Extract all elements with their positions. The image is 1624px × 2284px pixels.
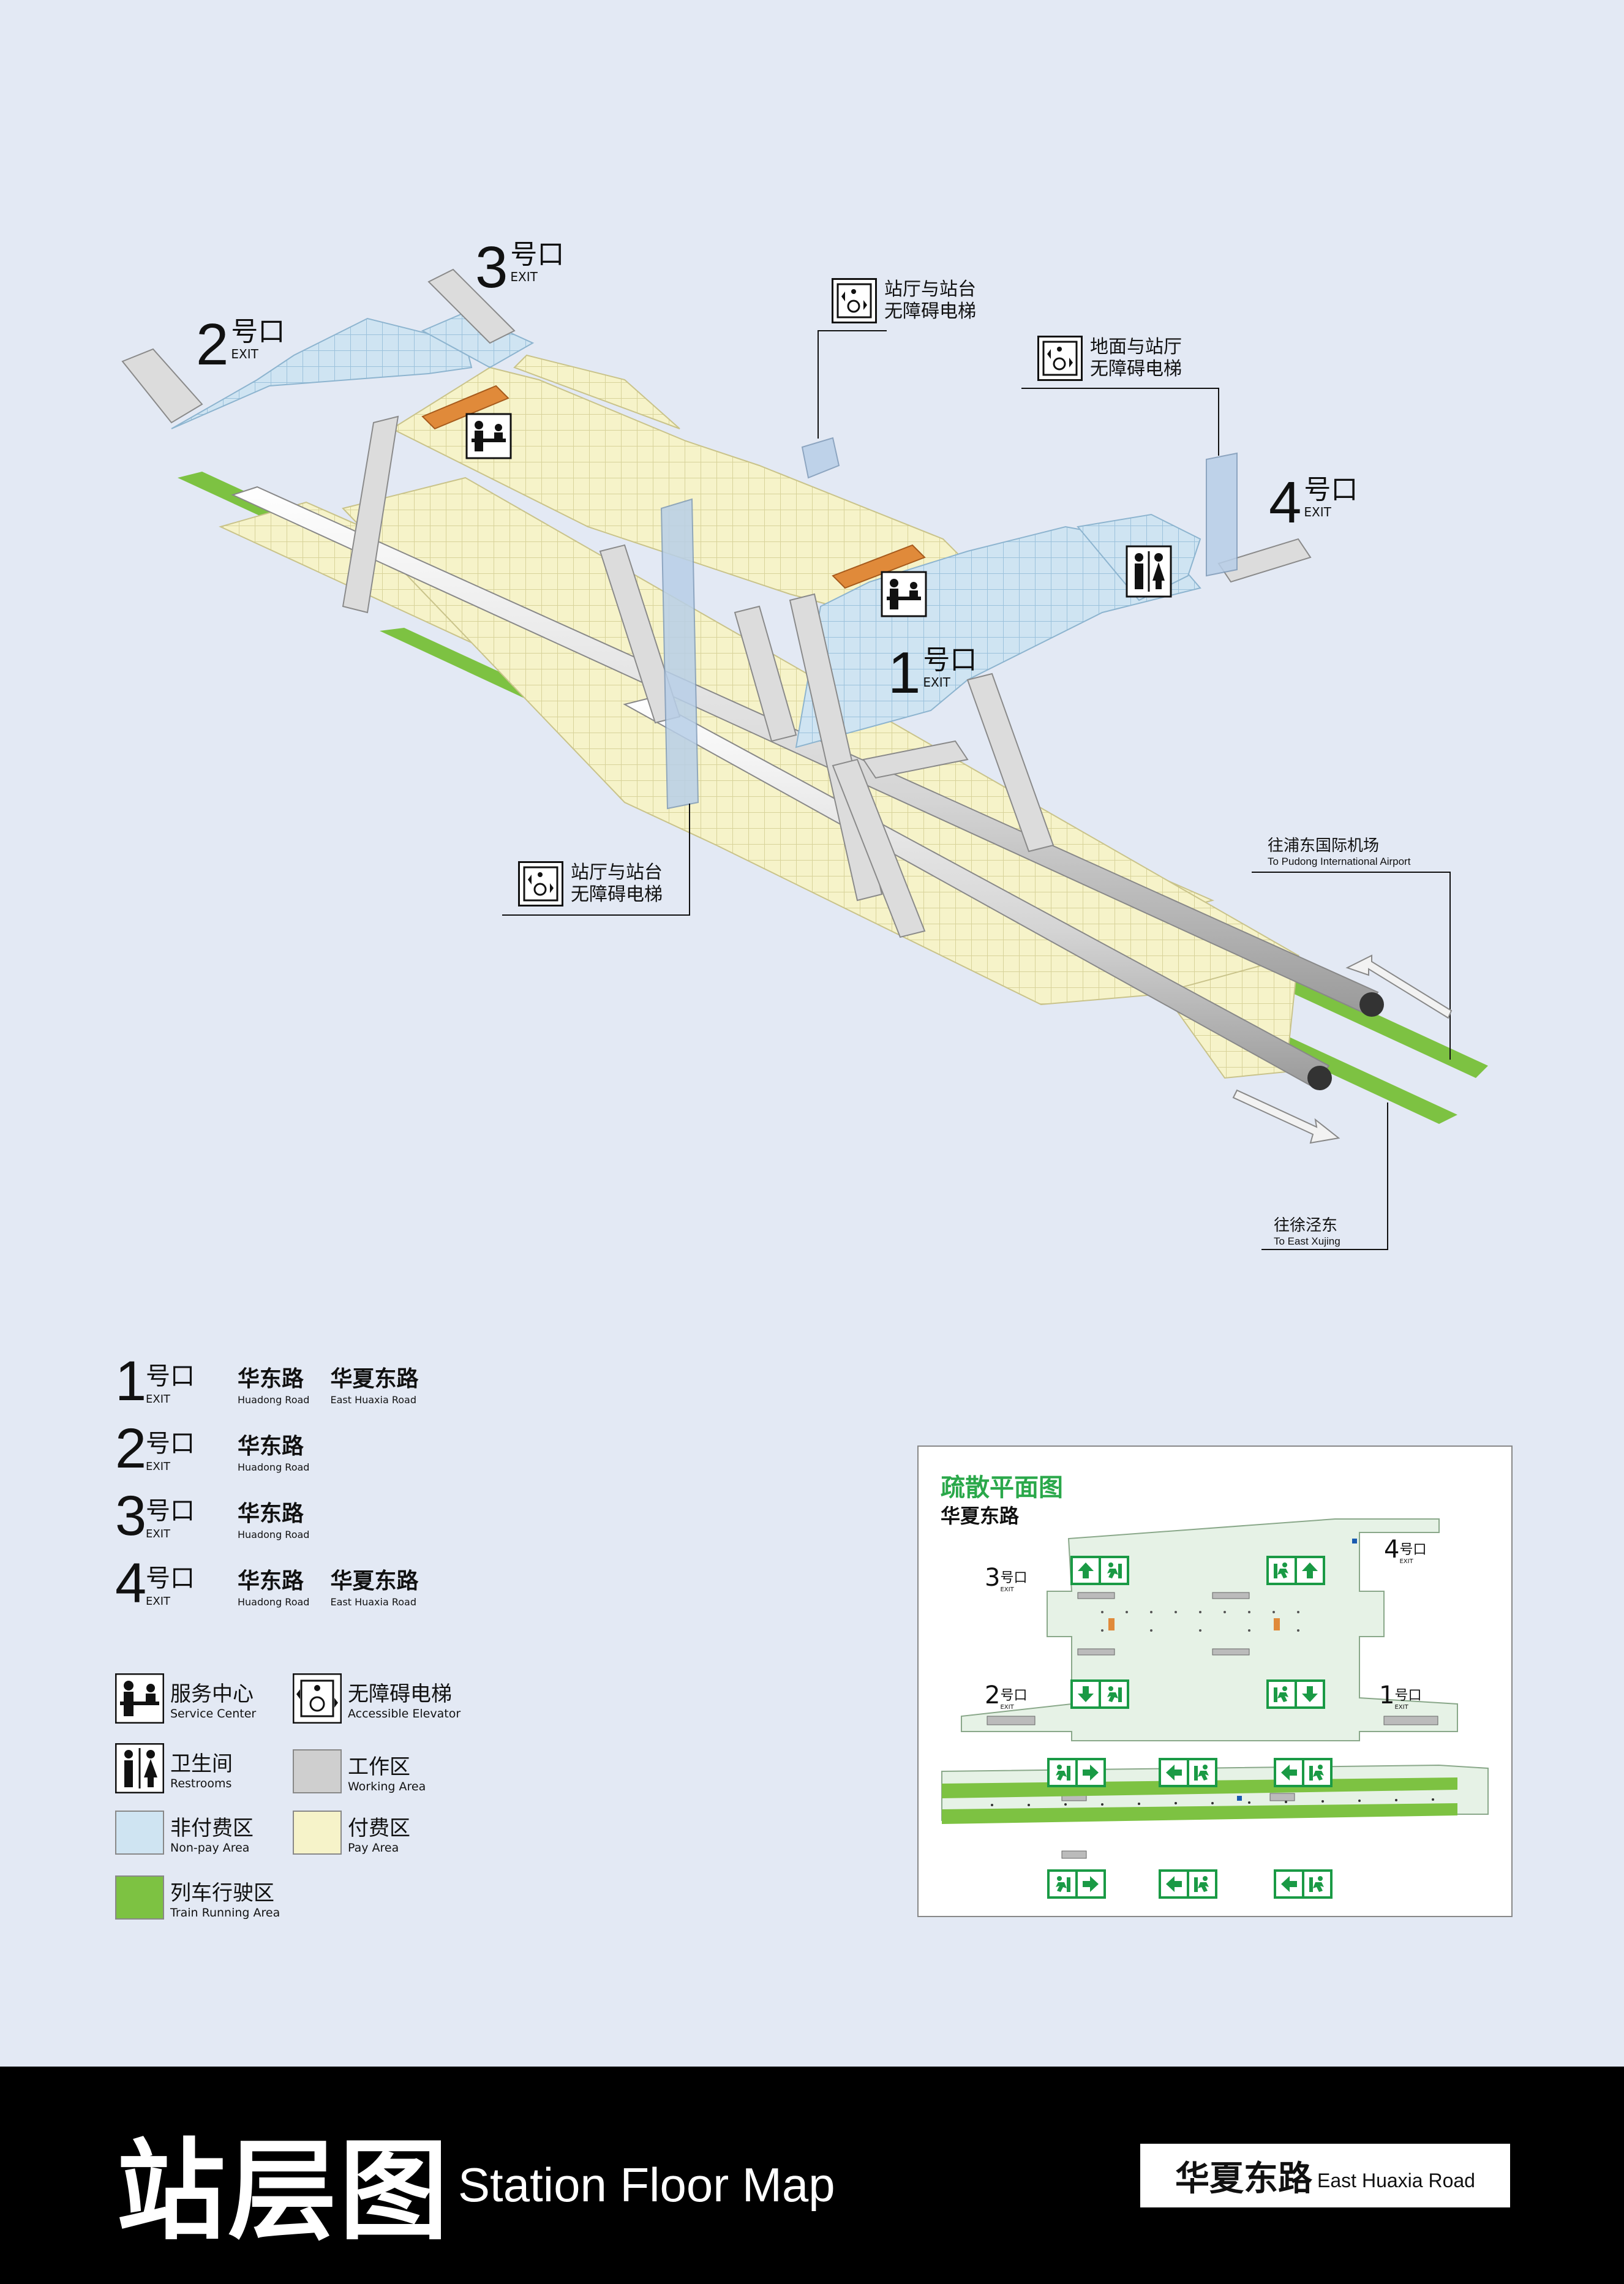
evacuation-station-name: 华夏东路 [941,1504,1020,1528]
restroom-icon-map [1126,545,1172,598]
exit-sign-left [1274,1869,1333,1899]
evacuation-plan-panel: 疏散平面图 华夏东路 [917,1445,1513,1917]
exit-sign-right [1047,1758,1106,1787]
pay-area-swatch [293,1811,342,1855]
working-area-swatch [293,1749,342,1793]
exit-sign-left [1159,1869,1217,1899]
direction-airport-label: 往浦东国际机场 To Pudong International Airport [1268,837,1411,867]
exit-sign-left [1274,1758,1333,1787]
direction-arrow-xujing [1232,1089,1340,1144]
service-center-icon [115,1673,164,1724]
train-area-swatch [115,1875,164,1920]
nonpay-area-swatch [115,1811,164,1855]
accessible-elevator-icon [1037,336,1083,381]
exit-sign-left [1159,1758,1217,1787]
accessible-elevator-icon [293,1673,342,1724]
elevator-shafts [660,437,1238,810]
evacuation-title: 疏散平面图 [941,1474,1063,1502]
exit-sign-down [1266,1679,1325,1709]
service-center-icon [465,413,512,459]
page-title-en: Station Floor Map [458,2158,835,2212]
train-upper [231,486,1384,1017]
service-counters [421,385,926,589]
exit-sign-up [1070,1556,1129,1585]
service-center-icon-2 [881,571,927,617]
callout-lines [502,330,1451,1250]
train-lower [623,697,1332,1090]
concourse-pay-area [390,354,969,614]
restroom-icon [115,1743,164,1793]
callout-elevator-hall-platform-2: 站厅与站台无障碍电梯 [518,861,663,906]
footer-bar: 站层图 Station Floor Map 华夏东路 East Huaxia R… [0,2067,1624,2284]
callout-elevator-hall-platform: 站厅与站台无障碍电梯 [832,278,976,323]
accessible-elevator-icon [518,861,563,906]
page-title-zh: 站层图 [116,2128,451,2255]
station-3d-illustration [121,268,1488,1250]
exit-sign-up [1266,1556,1325,1585]
station-name-badge: 华夏东路 East Huaxia Road [1140,2144,1510,2207]
escalators [121,268,1312,938]
accessible-elevator-icon [832,278,877,323]
exit-sign-right [1047,1869,1106,1899]
evacuation-floor-plan [941,1518,1489,1859]
direction-xujing-label: 往徐泾东 To East Xujing [1274,1216,1340,1247]
callout-elevator-ground-hall: 地面与站厅无障碍电梯 [1037,336,1182,381]
direction-arrow-airport [1345,954,1453,1019]
exit-sign-down [1070,1679,1129,1709]
